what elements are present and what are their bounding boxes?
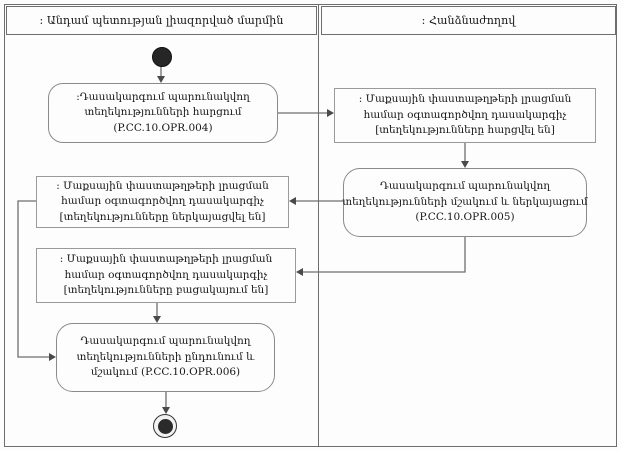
action-label-line: Դասակարգում պարունակվող — [379, 180, 550, 193]
object-label-line: [տեղեկությունները ներկայացվել են] — [59, 210, 266, 223]
object-label-line: համար օգտագործվող դասակարգիչ — [61, 195, 264, 208]
lane-header-authorized-body: : Անդամ պետության լիազորված մարմին — [6, 6, 317, 35]
action-label-line: (P.CC.10.OPR.005) — [415, 211, 515, 224]
action-process-and-present-info: Դասակարգում պարունակվող տեղեկությունների… — [342, 168, 588, 237]
final-node — [153, 414, 177, 438]
object-classifier-info-presented: : Մաքսային փաստաթղթերի լրացման համար օգտ… — [36, 176, 289, 228]
object-label-line: համար օգտագործվող դասակարգիչ — [64, 268, 268, 281]
action-label-line: Դասակարգում պարունակվող — [80, 335, 251, 348]
action-label-line: տեղեկությունների հարցում — [84, 106, 242, 119]
action-label-line: տեղեկությունների ընդունում և — [76, 350, 255, 363]
object-label-line: : Մաքսային փաստաթղթերի լրացման — [358, 93, 572, 106]
action-label-line: (P.CC.10.OPR.004) — [113, 121, 213, 134]
action-label-line: :Դասակարգում պարունակվող — [76, 90, 250, 103]
object-classifier-info-requested: : Մաքսային փաստաթղթերի լրացման համար օգտ… — [334, 88, 596, 143]
initial-node — [152, 47, 172, 67]
action-label-line: մշակում (P.CC.10.OPR.006) — [90, 366, 241, 379]
object-label-line: [տեղեկությունները բացակայում են] — [63, 284, 269, 297]
object-label-line: համար օգտագործվող դասակարգիչ — [363, 108, 567, 121]
action-label-line: տեղեկությունների մշակում և ներկայացում — [342, 195, 588, 208]
object-label-line: : Մաքսային փաստաթղթերի լրացման — [56, 179, 269, 192]
object-classifier-info-absent: : Մաքսային փաստաթղթերի լրացման համար օգտ… — [36, 248, 296, 303]
diagram-frame — [4, 4, 617, 447]
object-label-line: [տեղեկությունները հարցվել են] — [375, 124, 555, 137]
object-label-line: : Մաքսային փաստաթղթերի լրացման — [59, 253, 273, 266]
lane-title: : Հանձնաժողով — [421, 14, 516, 27]
action-receive-and-process-info: Դասակարգում պարունակվող տեղեկությունների… — [56, 323, 275, 392]
final-node-core — [157, 418, 173, 434]
swimlane-divider — [318, 4, 319, 447]
action-request-classification-info: :Դասակարգում պարունակվող տեղեկություններ… — [48, 83, 278, 143]
lane-header-commission: : Հանձնաժողով — [321, 6, 616, 35]
lane-title: : Անդամ պետության լիազորված մարմին — [39, 14, 284, 27]
